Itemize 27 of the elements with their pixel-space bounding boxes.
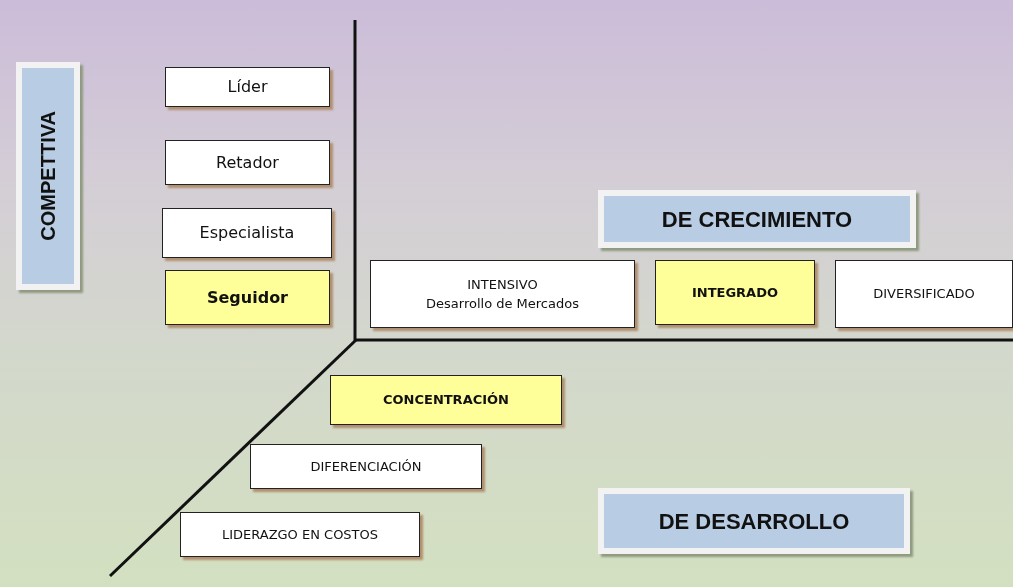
highlighted-box (165, 270, 330, 325)
category-box (598, 190, 916, 248)
label-box (162, 208, 332, 258)
box-text: DIFERENCIACIÓN (310, 457, 422, 476)
box-text: LIDERAZGO EN COSTOS (221, 525, 379, 544)
label-box (165, 67, 330, 107)
label-box (835, 260, 1013, 328)
box-text: Especialista (199, 222, 295, 244)
label-box (165, 140, 330, 185)
box-text: COMPETTIVA (36, 111, 60, 241)
label-box (370, 260, 635, 328)
box-text: DE CRECIMIENTO (661, 205, 853, 234)
category-box (598, 488, 910, 554)
box-text: CONCENTRACIÓN (383, 391, 509, 410)
box-text: INTENSIVO (467, 275, 538, 294)
box-text: Retador (216, 151, 279, 174)
label-box (180, 512, 420, 557)
box-text: DE DESARROLLO (658, 507, 850, 536)
box-text: Líder (227, 76, 268, 98)
box-text: Desarrollo de Mercados (426, 295, 579, 313)
category-box (16, 62, 80, 290)
box-text: Seguidor (206, 286, 288, 309)
box-text: INTEGRADO (691, 283, 779, 302)
label-box (250, 444, 482, 489)
highlighted-box (655, 260, 815, 325)
box-text: DIVERSIFICADO (873, 285, 975, 304)
highlighted-box (330, 375, 562, 425)
